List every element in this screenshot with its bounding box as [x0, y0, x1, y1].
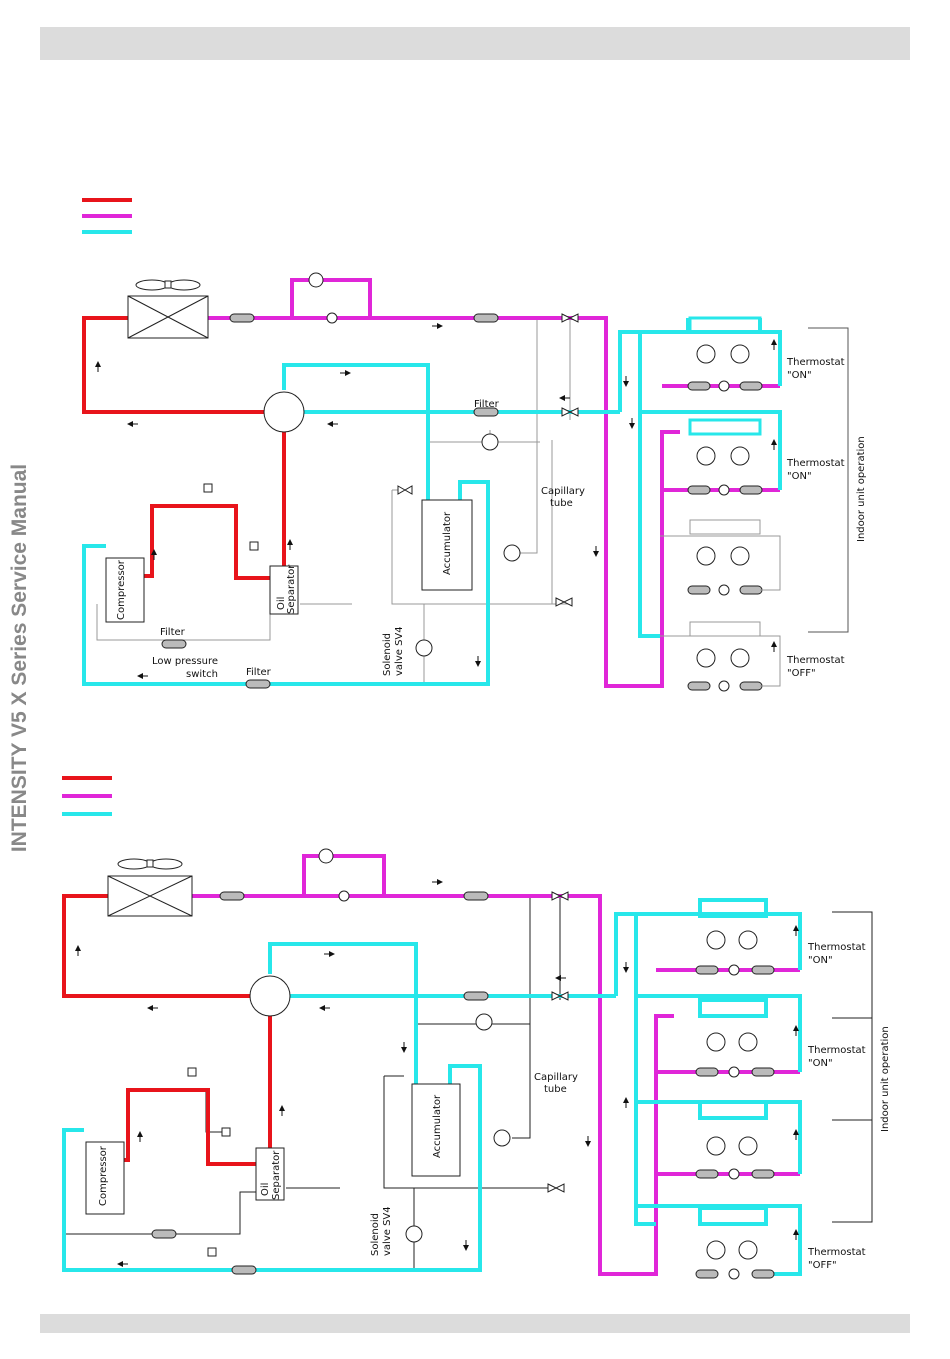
- legend-1: [82, 198, 132, 234]
- indoor-unit-1d: [660, 621, 781, 692]
- indoor-unit-2b: [695, 1032, 775, 1078]
- svg-text:valve SV4: valve SV4: [394, 626, 405, 676]
- svg-text:Solenoid: Solenoid: [382, 633, 393, 676]
- svg-text:"OFF": "OFF": [787, 668, 816, 679]
- labels-2: Capillary tube Solenoid valve SV4 Thermo…: [370, 942, 891, 1271]
- svg-text:Thermostat: Thermostat: [807, 1045, 866, 1056]
- svg-text:Thermostat: Thermostat: [807, 1247, 866, 1258]
- indoor-units-2: [695, 911, 873, 1280]
- svg-text:switch: switch: [186, 669, 218, 680]
- bracket-2: [832, 911, 873, 1223]
- valves-2: [187, 848, 569, 1257]
- header-bar: [40, 27, 910, 60]
- red-pipes-1: [82, 316, 286, 580]
- valves-1: [203, 272, 579, 657]
- svg-text:"ON": "ON": [808, 1058, 833, 1069]
- svg-text:Thermostat: Thermostat: [786, 458, 845, 469]
- indoor-units-1: [660, 316, 849, 692]
- legend-2: [62, 776, 112, 816]
- indoor-unit-1c: [660, 519, 781, 596]
- svg-text:tube: tube: [550, 498, 573, 509]
- svg-text:Capillary: Capillary: [534, 1072, 578, 1083]
- accumulator-2: Accumulator: [411, 1083, 461, 1177]
- indoor-unit-2c: [695, 1136, 775, 1180]
- filter-label-top-1: Filter: [474, 399, 500, 410]
- svg-text:Accumulator: Accumulator: [432, 1094, 443, 1158]
- svg-text:Filter: Filter: [160, 627, 186, 638]
- svg-text:Thermostat: Thermostat: [786, 357, 845, 368]
- flow-arrows-1: [95, 323, 777, 679]
- compressor-1: Compressor: [105, 557, 145, 623]
- four-way-valve-2: [249, 975, 291, 1017]
- svg-text:"OFF": "OFF": [808, 1260, 837, 1271]
- svg-text:Compressor: Compressor: [98, 1145, 109, 1206]
- svg-text:Capillary: Capillary: [541, 486, 585, 497]
- svg-text:"ON": "ON": [787, 370, 812, 381]
- compressor-2: Compressor: [85, 1141, 125, 1215]
- indoor-unit-2d: [695, 1240, 775, 1280]
- condenser-2: [107, 858, 193, 917]
- svg-text:Separator: Separator: [271, 1150, 282, 1200]
- svg-text:Indoor unit operation: Indoor unit operation: [880, 1026, 891, 1132]
- four-way-valve-1: [263, 391, 305, 433]
- magenta-pipes-1: [208, 278, 780, 688]
- svg-text:Oil: Oil: [276, 597, 287, 610]
- red-pipes-2: [62, 894, 272, 1166]
- svg-text:"ON": "ON": [787, 471, 812, 482]
- svg-text:Solenoid: Solenoid: [370, 1213, 381, 1256]
- magenta-pipes-2: [192, 854, 800, 1276]
- oil-separator-2: Oil Separator: [255, 1147, 285, 1201]
- svg-text:Filter: Filter: [246, 667, 272, 678]
- footer-bar: [40, 1314, 910, 1333]
- bracket-1: [808, 327, 849, 633]
- labels-1: Filter Capillary tube Filter Low pressur…: [152, 357, 867, 680]
- svg-text:tube: tube: [544, 1084, 567, 1095]
- condenser-1: [127, 279, 209, 339]
- svg-text:Accumulator: Accumulator: [442, 511, 453, 575]
- indoor-unit-1b: [687, 418, 763, 496]
- cyan-pipes-2: [62, 898, 802, 1276]
- svg-text:Thermostat: Thermostat: [786, 655, 845, 666]
- svg-text:Oil: Oil: [260, 1183, 271, 1196]
- indoor-unit-1a: [687, 316, 763, 392]
- svg-text:"ON": "ON": [808, 955, 833, 966]
- svg-text:Thermostat: Thermostat: [807, 942, 866, 953]
- accumulator-1: Accumulator: [421, 499, 473, 591]
- svg-text:Separator: Separator: [286, 564, 297, 614]
- filters-1: [161, 313, 499, 689]
- filters-2: [151, 891, 489, 1275]
- compressor-label-1: Compressor: [116, 559, 127, 620]
- thin-pipes-2: [66, 896, 561, 1270]
- diagram-1: Compressor Oil Separator Accumulator: [82, 198, 867, 692]
- flow-arrows-2: [75, 879, 799, 1267]
- svg-text:Low pressure: Low pressure: [152, 656, 218, 667]
- indoor-unit-2a: [695, 930, 775, 976]
- svg-text:valve SV4: valve SV4: [382, 1206, 393, 1256]
- oil-separator-1: Oil Separator: [269, 564, 299, 615]
- cyan-pipes-1: [82, 318, 782, 686]
- diagram-2: Compressor Oil Separator Accumulator: [62, 776, 891, 1280]
- svg-text:Indoor unit operation: Indoor unit operation: [856, 436, 867, 542]
